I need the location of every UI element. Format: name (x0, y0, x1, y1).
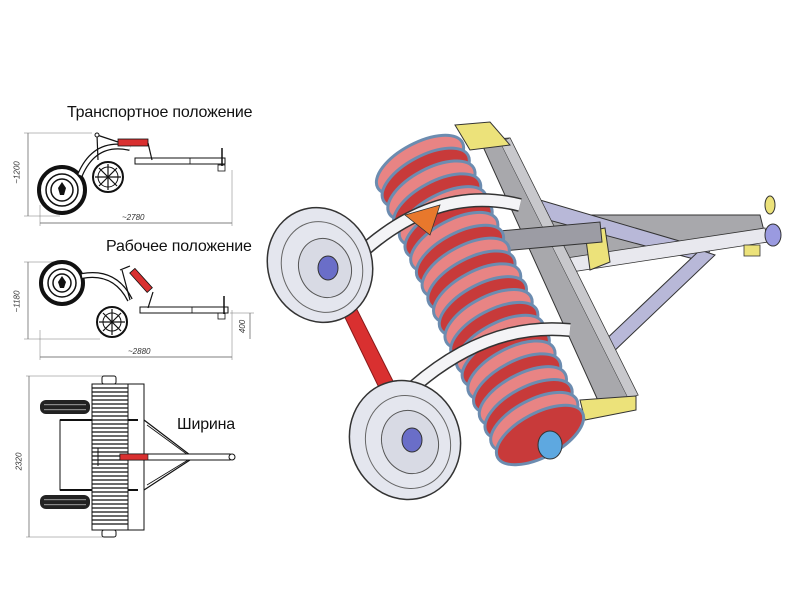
hydraulic-cylinder-working (129, 267, 153, 293)
hitch-eye (764, 223, 782, 247)
hydraulic-cylinder-transport (117, 138, 149, 147)
transport-position-title: Транспортное положение (67, 104, 253, 121)
width-title: Ширина (177, 416, 235, 433)
hydraulic-cylinder-top (119, 453, 149, 461)
working-width-dimension: 2320 (14, 452, 24, 471)
transport-wheel-upper (266, 206, 374, 324)
working-height-dimension: ~1180 (12, 290, 22, 313)
roller-harrow-3d-render (266, 121, 782, 501)
transport-view-sketch (24, 132, 233, 226)
transport-wheel-lower (348, 379, 462, 501)
transport-length-dimension: ~2780 (122, 213, 145, 222)
working-position-title: Рабочее положение (106, 238, 252, 255)
transport-height-dimension: ~1200 (12, 161, 22, 184)
working-length-dimension: ~2880 (128, 347, 151, 356)
ground-clearance-dimension: 400 (238, 319, 248, 334)
working-view-sketch (24, 260, 254, 360)
roller-bearing-hub (537, 430, 563, 460)
top-view-sketch (26, 375, 236, 538)
